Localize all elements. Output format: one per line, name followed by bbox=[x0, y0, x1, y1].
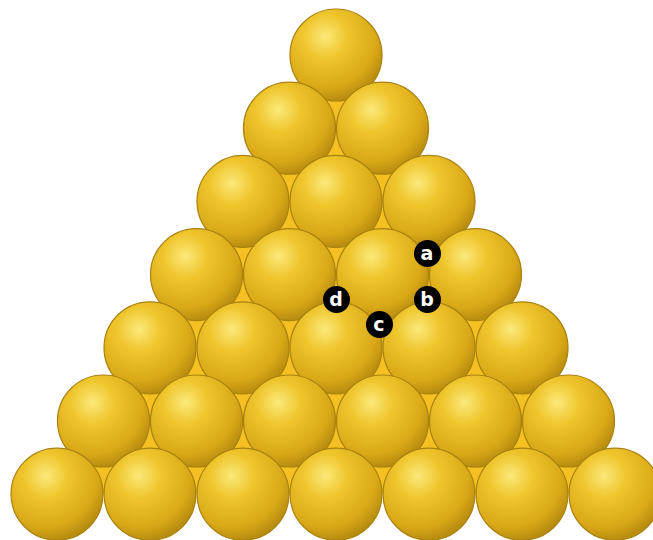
callout-letter: b bbox=[414, 286, 441, 313]
lower-layer bbox=[57, 55, 615, 494]
sphere bbox=[290, 448, 382, 540]
sphere bbox=[11, 448, 103, 540]
sphere bbox=[197, 448, 289, 540]
sphere bbox=[476, 448, 568, 540]
sphere bbox=[569, 448, 653, 540]
callout-letter: c bbox=[366, 311, 393, 338]
sphere bbox=[383, 448, 475, 540]
sphere bbox=[104, 448, 196, 540]
callout-letter: a bbox=[414, 240, 441, 267]
callout-letter: d bbox=[323, 286, 350, 313]
